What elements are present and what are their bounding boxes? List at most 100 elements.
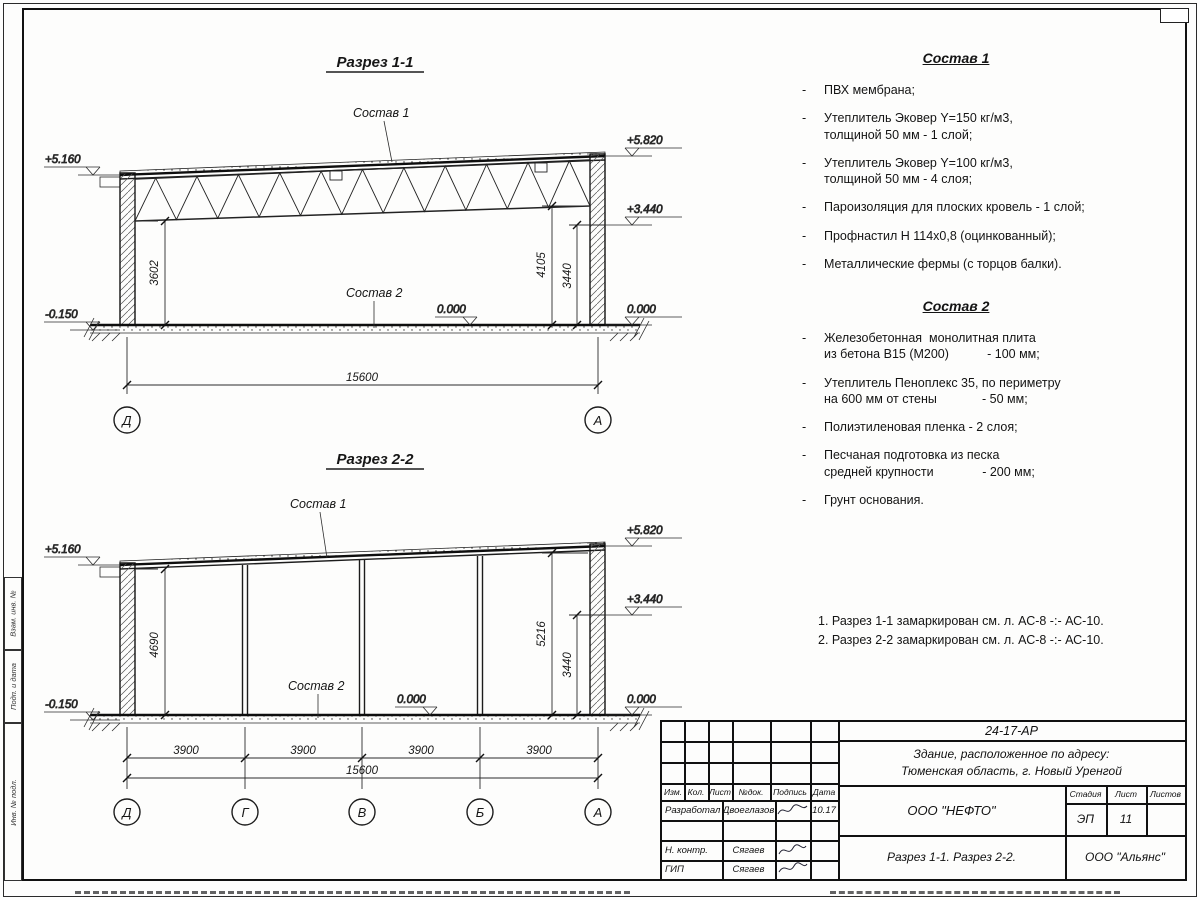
sostav1-callout-text: Состав 1 <box>290 497 346 511</box>
ground-hatch <box>91 332 639 342</box>
elevation-mark: -0.150 <box>44 699 120 721</box>
elevation-text: 0.000 <box>437 304 466 316</box>
col-podpis: Подпись <box>773 786 807 797</box>
signature <box>778 862 808 873</box>
axis-letter: Б <box>476 805 485 820</box>
date-developed: 10.17 <box>812 804 836 816</box>
dimension-bays: 3900 3900 3900 3900 <box>122 727 603 789</box>
dimension-vertical: 3440 <box>562 220 605 330</box>
elevation-mark: +3.440 <box>605 594 682 616</box>
object-name: Здание, расположенное по адресу: Тюменск… <box>838 740 1185 785</box>
list-item: Утеплитель Эковер Y=100 кг/м3, толщиной … <box>780 155 1132 188</box>
elevation-mark: -0.150 <box>44 309 120 331</box>
axis-bubble: Д <box>113 406 141 434</box>
sheet-title: Разрез 1-1. Разрез 2-2. <box>887 850 1016 864</box>
col-list: Лист <box>709 786 731 797</box>
main-frame <box>22 8 1187 881</box>
elevation-mark: +5.160 <box>44 544 120 566</box>
list-item: Железобетонная монолитная плита из бетон… <box>780 330 1132 363</box>
sostav2-callout: Состав 2 <box>346 286 402 328</box>
dim-text: 15600 <box>346 765 379 777</box>
dim-text: 3900 <box>408 745 434 757</box>
dim-text: 3900 <box>526 745 552 757</box>
section1-title: Разрез 1-1 <box>326 54 424 73</box>
elevation-text: 0.000 <box>627 304 656 316</box>
edge-stamp-label: Инв. № подл. <box>8 778 18 826</box>
elevation-mark: +5.160 <box>44 154 120 176</box>
axis-bubbles: Д Г В Б А <box>113 798 612 826</box>
scan-noise <box>75 891 630 894</box>
corner-box <box>1160 8 1189 23</box>
object-line: Тюменская область, г. Новый Уренгой <box>901 763 1122 778</box>
sostav1-heading: Состав 1 <box>922 50 990 66</box>
break-marks <box>83 707 650 731</box>
floor-slab <box>83 707 650 732</box>
col-ndok: №док. <box>738 786 764 797</box>
axis-letter: В <box>358 805 367 820</box>
sostav1-callout: Состав 1 <box>353 106 409 163</box>
list-item: Песчаная подготовка из песка средней кру… <box>780 447 1132 480</box>
list-item: Полиэтиленовая пленка - 2 слоя; <box>780 419 1132 436</box>
sostav1-callout: Состав 1 <box>290 497 346 559</box>
company2: ООО "Альянс" <box>1085 850 1165 864</box>
dim-text: 5216 <box>536 621 548 647</box>
roof-assembly <box>119 151 606 180</box>
section2-title: Разрез 2-2 <box>326 451 424 470</box>
name-ncontr: Сягаев <box>732 844 765 856</box>
stage-value: ЭП <box>1076 812 1095 826</box>
dim-text: 4690 <box>149 632 161 658</box>
role-ncontr: Н. контр. <box>665 844 708 856</box>
elevation-text: -0.150 <box>45 309 78 321</box>
elevation-text: +3.440 <box>627 594 663 606</box>
floor-slab <box>83 317 650 342</box>
dim-text: 3900 <box>173 745 199 757</box>
elevation-text: 0.000 <box>627 694 656 706</box>
elevation-mark: 0.000 <box>605 304 682 326</box>
left-wall <box>119 562 136 716</box>
doc-code: 24-17-АР <box>985 724 1038 738</box>
elevation-mark: +5.820 <box>605 135 682 157</box>
list-item: Пароизоляция для плоских кровель - 1 сло… <box>780 199 1132 216</box>
dim-text: 3602 <box>149 260 161 286</box>
dimension-vertical: 4690 <box>135 564 170 720</box>
elevation-text: 0.000 <box>397 694 426 706</box>
note-line: 2. Разрез 2-2 замаркирован см. л. АС-8 -… <box>818 633 1104 648</box>
elevation-text: +5.820 <box>627 135 663 147</box>
note-line: 1. Разрез 1-1 замаркирован см. л. АС-8 -… <box>818 614 1104 628</box>
col-data: Дата <box>812 786 836 797</box>
dim-text: 3440 <box>562 263 574 289</box>
axis-letter: Г <box>241 805 249 820</box>
right-wall <box>589 153 606 326</box>
dim-text: 3900 <box>290 745 316 757</box>
elevation-mark: +5.820 <box>605 525 682 547</box>
name-gip: Сягаев <box>732 864 765 875</box>
edge-stamp-box: Инв. № подл. <box>4 723 22 881</box>
edge-stamp-label: Подп. и дата <box>8 663 18 710</box>
elevation-text: +5.160 <box>45 154 81 166</box>
left-wall <box>119 172 136 326</box>
section2-title-text: Разрез 2-2 <box>336 451 414 468</box>
canopy-bracket <box>99 176 121 188</box>
dimension-total: 15600 <box>122 337 603 394</box>
canopy-bracket <box>99 566 121 578</box>
signature <box>778 844 807 855</box>
stage-label: Стадия <box>1069 789 1102 799</box>
dimension-vertical: 4105 <box>536 201 590 330</box>
roof-assembly <box>119 541 606 570</box>
scan-noise <box>830 891 1120 894</box>
sostav2-callout-text: Состав 2 <box>288 679 344 693</box>
role-developed: Разработал <box>665 804 721 816</box>
composition-specs: Состав 1 ПВХ мембрана; Утеплитель Эковер… <box>780 50 1132 520</box>
section1-title-text: Разрез 1-1 <box>336 54 413 71</box>
object-line: Здание, расположенное по адресу: <box>913 747 1110 762</box>
outer-frame <box>3 3 1197 897</box>
interior-columns <box>241 556 484 715</box>
name-developed: Двоеглазов <box>722 804 775 816</box>
section-1-1-drawing: Разрез 1-1 <box>44 54 682 434</box>
dim-text: 4105 <box>536 252 548 278</box>
list-item: ПВХ мембрана; <box>780 82 1132 99</box>
dimension-vertical: 3602 <box>135 216 170 330</box>
sostav2-callout-text: Состав 2 <box>346 286 402 300</box>
ground-hatch <box>91 722 639 732</box>
dimension-total: 15600 <box>122 765 603 783</box>
